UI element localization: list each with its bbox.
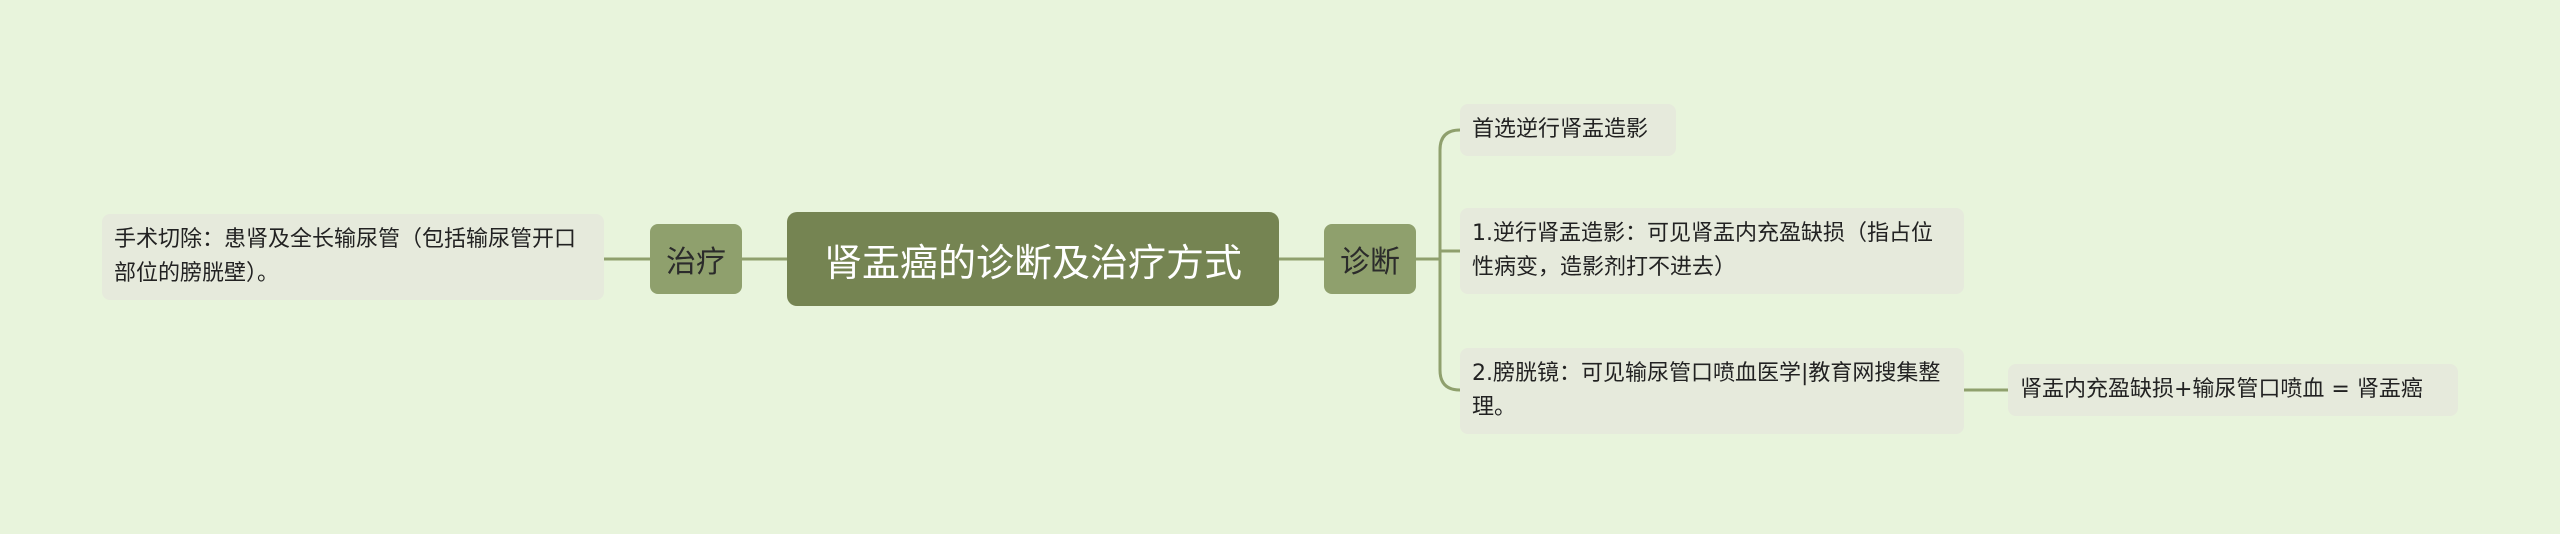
branch-treatment[interactable]: 治疗 [650,224,742,294]
leaf-first-choice[interactable]: 首选逆行肾盂造影 [1460,104,1676,156]
root-topic-label: 肾盂癌的诊断及治疗方式 [823,240,1242,285]
leaf-cystoscopy-text: 2.膀胱镜：可见输尿管口喷血医学|教育网搜集整理。 [1472,361,1941,420]
branch-diagnosis[interactable]: 诊断 [1324,224,1416,294]
branch-treatment-label: 治疗 [666,245,726,280]
leaf-conclusion-text: 肾盂内充盈缺损+输尿管口喷血 = 肾盂癌 [2020,377,2423,402]
leaf-retrograde-pyelography-text: 1.逆行肾盂造影：可见肾盂内充盈缺损（指占位性病变，造影剂打不进去） [1472,221,1933,280]
leaf-surgery-text: 手术切除：患肾及全长输尿管（包括输尿管开口部位的膀胱壁）。 [114,227,577,286]
leaf-surgery[interactable]: 手术切除：患肾及全长输尿管（包括输尿管开口部位的膀胱壁）。 [102,214,604,300]
connector-spine [1438,128,1462,392]
leaf-conclusion[interactable]: 肾盂内充盈缺损+输尿管口喷血 = 肾盂癌 [2008,364,2458,416]
root-topic[interactable]: 肾盂癌的诊断及治疗方式 [787,212,1279,306]
leaf-first-choice-text: 首选逆行肾盂造影 [1472,117,1649,142]
leaf-cystoscopy[interactable]: 2.膀胱镜：可见输尿管口喷血医学|教育网搜集整理。 [1460,348,1964,434]
branch-diagnosis-label: 诊断 [1340,245,1400,280]
leaf-retrograde-pyelography[interactable]: 1.逆行肾盂造影：可见肾盂内充盈缺损（指占位性病变，造影剂打不进去） [1460,208,1964,294]
